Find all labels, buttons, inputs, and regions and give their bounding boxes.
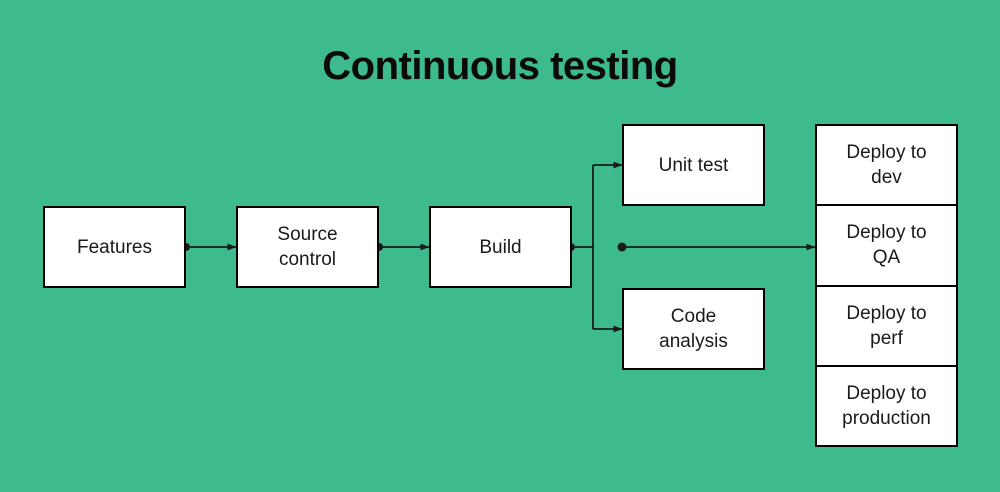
- edge-branch-to-deploy-stack: [617, 242, 816, 252]
- node-unit-test[interactable]: Unit test: [622, 124, 765, 206]
- deploy-cell-perf[interactable]: Deploy to perf: [817, 287, 956, 367]
- deploy-cell-production[interactable]: Deploy to production: [842, 382, 931, 429]
- edge-source-control-to-build: [375, 243, 430, 251]
- node-features[interactable]: Features: [43, 206, 186, 288]
- node-build[interactable]: Build: [429, 206, 572, 288]
- node-source-control[interactable]: Source control: [236, 206, 379, 288]
- page-title: Continuous testing: [322, 44, 678, 88]
- deploy-stack: Deploy to dev Deploy to QA Deploy to per…: [815, 124, 958, 447]
- deploy-cell-qa[interactable]: Deploy to QA: [817, 206, 956, 287]
- edge-features-to-source-control: [182, 243, 237, 251]
- deploy-cell-dev[interactable]: Deploy to dev: [817, 126, 956, 207]
- node-code-analysis[interactable]: Code analysis: [622, 288, 765, 370]
